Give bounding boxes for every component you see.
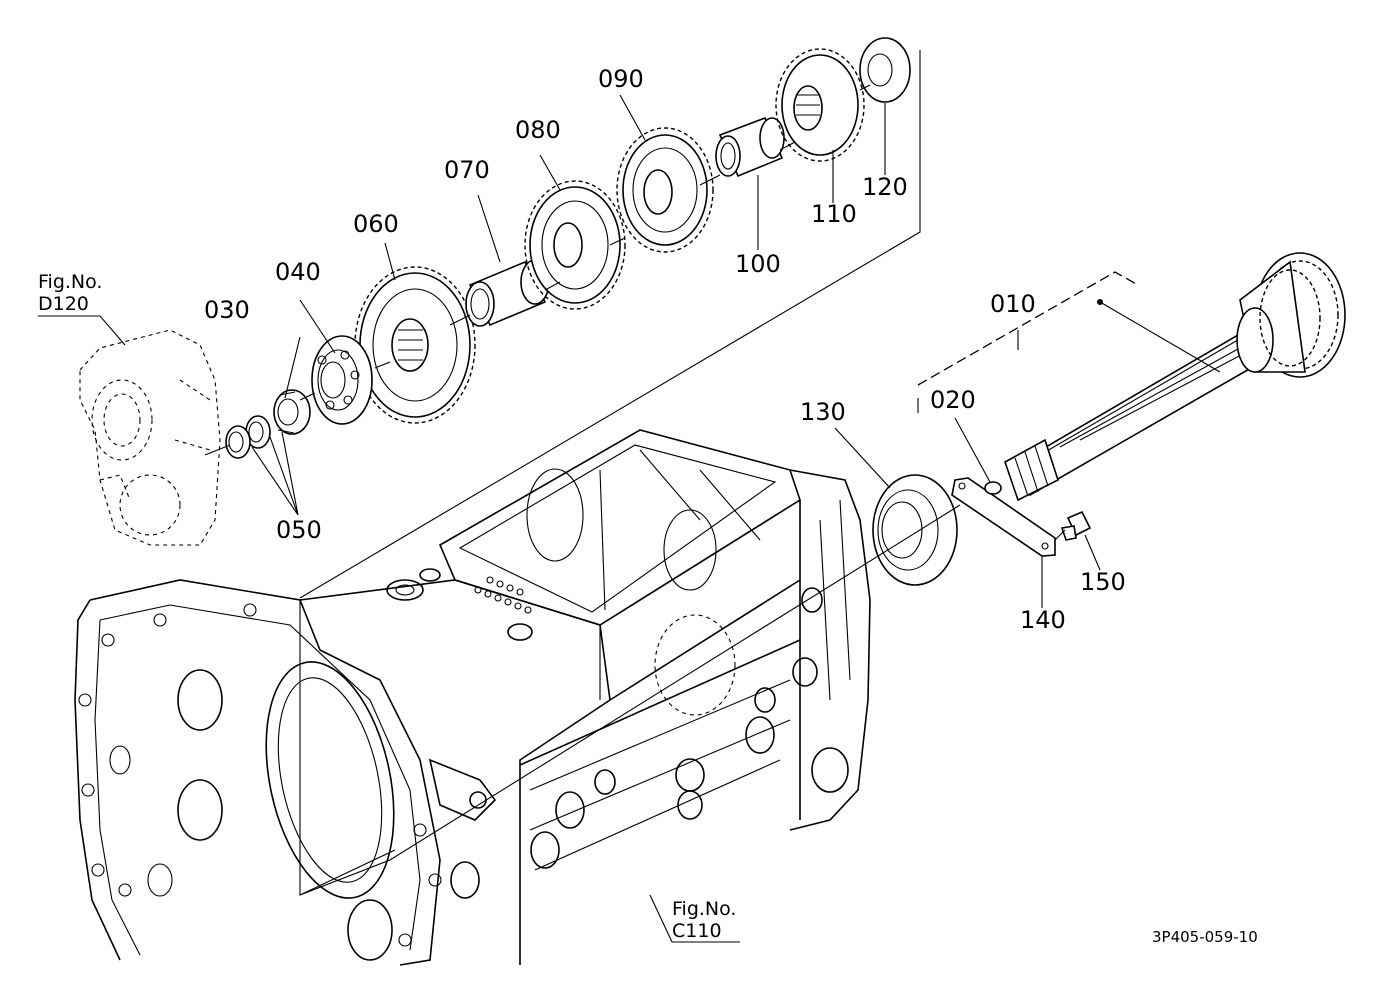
ref-c110: Fig.No. C110: [672, 898, 736, 942]
ref-c110-code: C110: [672, 920, 722, 942]
ref-d120-code: D120: [38, 293, 89, 315]
part-120-washer: [859, 37, 911, 103]
part-100-bushing: [715, 116, 785, 178]
label-070: 070: [444, 156, 490, 184]
label-090: 090: [598, 65, 644, 93]
label-150: 150: [1080, 568, 1126, 596]
part-090-gear: [616, 127, 714, 253]
part-050-rings: [225, 415, 271, 459]
transmission-case: [74, 429, 871, 966]
label-050: 050: [276, 516, 322, 544]
front-housing-d120: [79, 329, 221, 546]
part-060-gear: [354, 266, 476, 424]
label-080: 080: [515, 116, 561, 144]
part-130-bearing: [872, 474, 958, 586]
label-140: 140: [1020, 606, 1066, 634]
part-080-gear: [524, 180, 626, 310]
label-130: 130: [800, 398, 846, 426]
part-150-bolt: [1060, 510, 1092, 541]
label-110: 110: [811, 200, 857, 228]
top-cover-holes: [474, 576, 532, 614]
part-030-collar: [273, 389, 311, 435]
part-010-shaft: [1004, 252, 1346, 502]
part-labels: 010 020 030 040 050 060 070 080 090 100 …: [204, 65, 1126, 634]
part-140-plate: [951, 477, 1056, 557]
label-010: 010: [990, 290, 1036, 318]
label-100: 100: [735, 250, 781, 278]
leader-lines: [38, 94, 1221, 943]
assembly-lines: [204, 50, 1139, 896]
drawing-code: 3P405-059-10: [1152, 928, 1258, 946]
label-060: 060: [353, 210, 399, 238]
ref-c110-label: Fig.No.: [672, 898, 736, 920]
part-020-circlip: [984, 481, 1002, 495]
part-040-bearing: [311, 335, 373, 425]
ref-d120-label: Fig.No.: [38, 271, 102, 293]
label-040: 040: [275, 258, 321, 286]
part-110-gear: [775, 48, 865, 162]
label-030: 030: [204, 296, 250, 324]
label-020: 020: [930, 386, 976, 414]
ref-d120: Fig.No. D120: [38, 271, 102, 315]
label-120: 120: [862, 173, 908, 201]
